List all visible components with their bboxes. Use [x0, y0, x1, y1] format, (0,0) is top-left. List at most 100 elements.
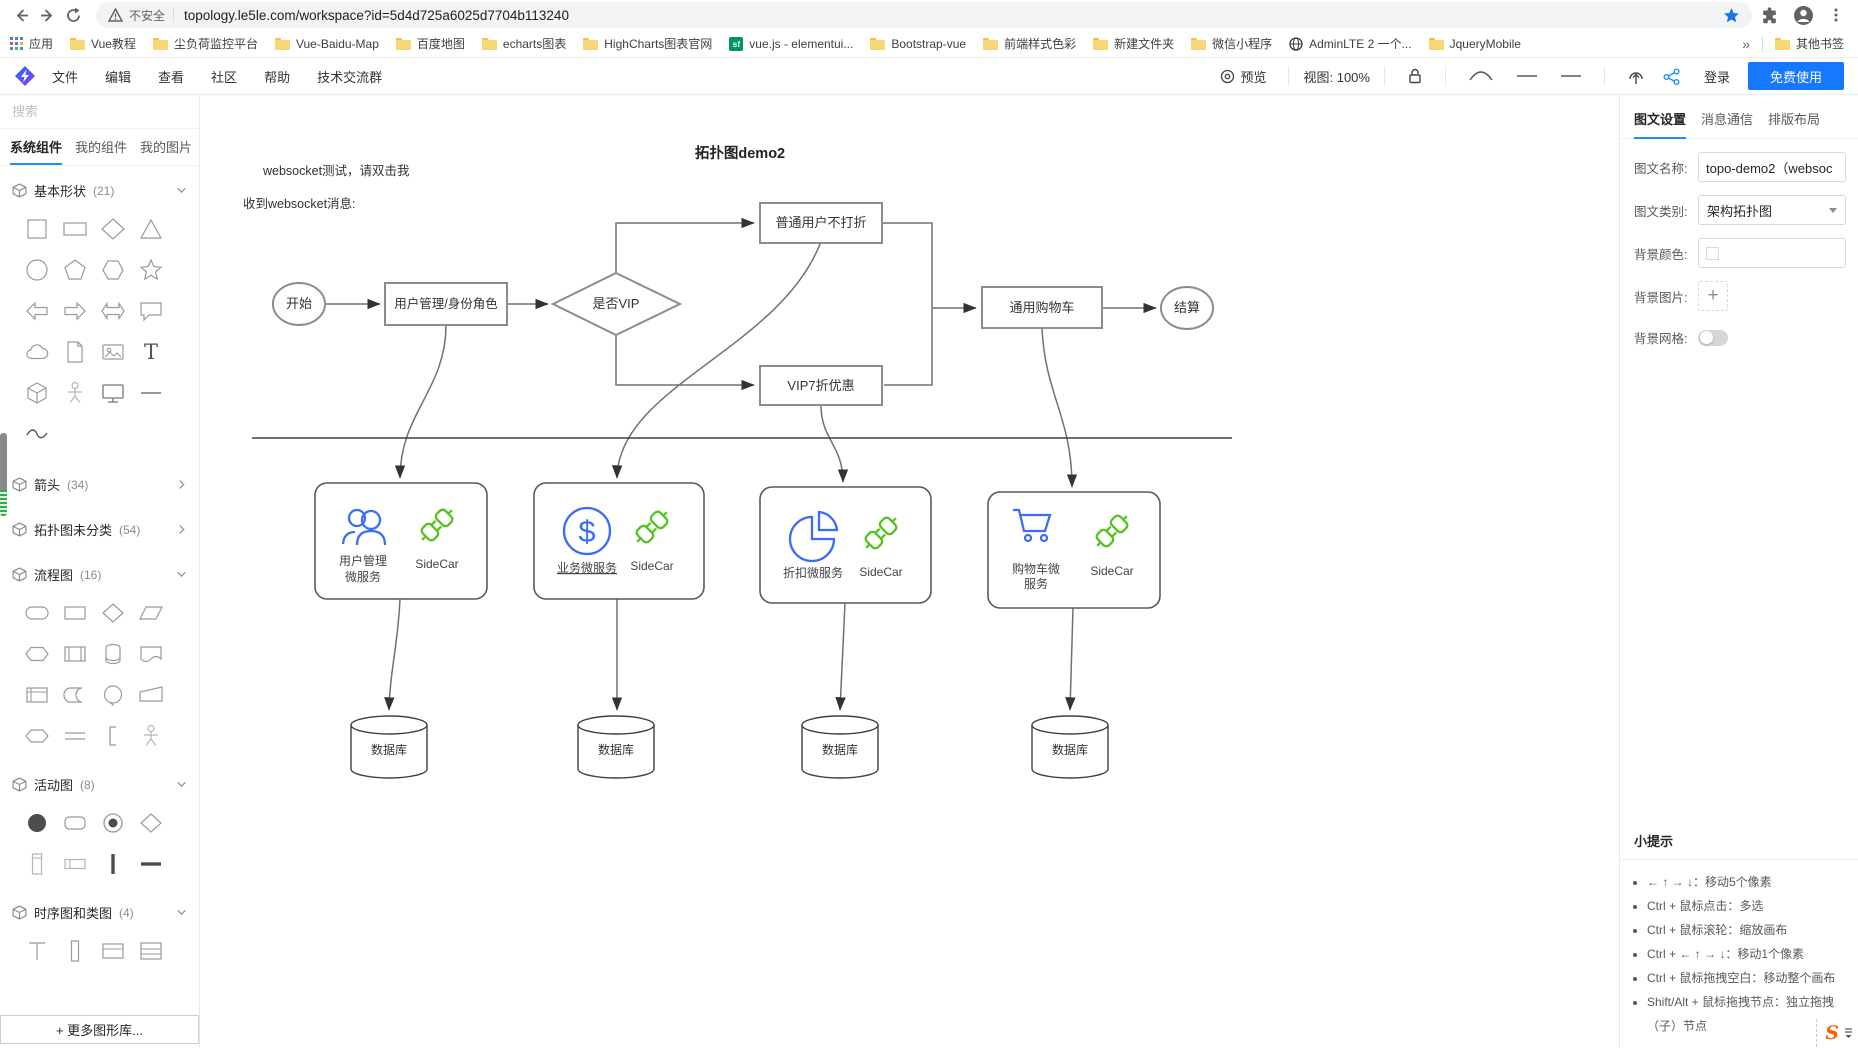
shape-horizontal-partition[interactable]	[62, 851, 88, 877]
shape-page[interactable]	[62, 339, 88, 365]
reload-icon[interactable]	[60, 2, 86, 28]
shape-arrow-double[interactable]	[100, 298, 126, 324]
section-basic-shapes[interactable]: 基本形状(21)	[0, 166, 199, 204]
shape-stored-data[interactable]	[62, 682, 88, 708]
diagram-canvas[interactable]: 拓扑图demo2 websocket测试，请双击我 收到websocket消息:…	[200, 95, 1619, 1048]
edge-svc4-db4[interactable]	[1065, 607, 1076, 711]
menu-file[interactable]: 文件	[52, 69, 79, 85]
section-topology-uncategorized[interactable]: 拓扑图未分类(54)	[0, 498, 199, 543]
shape-cube[interactable]	[24, 380, 50, 406]
shape-decision-diamond[interactable]	[100, 600, 126, 626]
shape-document[interactable]	[138, 641, 164, 667]
bookmark-item[interactable]: 前端样式色彩	[983, 35, 1076, 52]
shape-triangle[interactable]	[138, 216, 164, 242]
sidebar-search[interactable]	[0, 95, 199, 129]
bookmarks-overflow-chevron[interactable]: »	[1742, 35, 1750, 52]
node-database-2[interactable]: 数据库	[577, 715, 655, 779]
other-bookmarks[interactable]: 其他书签	[1774, 35, 1844, 52]
menu-view[interactable]: 查看	[158, 69, 185, 85]
free-use-button[interactable]: 免费使用	[1747, 62, 1844, 90]
shape-pentagon[interactable]	[62, 257, 88, 283]
tab-layout[interactable]: 排版布局	[1768, 112, 1821, 127]
shape-hexagon[interactable]	[100, 257, 126, 283]
sogou-logo[interactable]: S	[1825, 1021, 1839, 1044]
le5le-logo[interactable]	[14, 65, 36, 87]
group-business-service[interactable]: $ 业务微服务 SideCar	[533, 482, 705, 600]
color-swatch[interactable]	[1706, 246, 1719, 260]
edge-isvip-vipdiscount[interactable]	[615, 335, 755, 391]
category-select[interactable]: 架构拓扑图	[1698, 195, 1846, 225]
shape-person[interactable]	[62, 380, 88, 406]
shape-fork-vertical[interactable]	[100, 851, 126, 877]
back-icon[interactable]	[8, 2, 34, 28]
sidebar-scrollbar[interactable]	[0, 433, 7, 490]
shape-action-rounded[interactable]	[62, 810, 88, 836]
shape-hexagon-flat[interactable]	[24, 641, 50, 667]
apps-shortcut[interactable]: 应用	[10, 35, 53, 52]
shape-connector-circle[interactable]	[100, 682, 126, 708]
node-database-3[interactable]: 数据库	[801, 715, 879, 779]
shape-diamond[interactable]	[100, 216, 126, 242]
shape-preparation[interactable]	[24, 723, 50, 749]
bookmark-item[interactable]: 百度地图	[395, 35, 465, 52]
shape-initial-node[interactable]	[24, 810, 50, 836]
group-user-service[interactable]: 用户管理 微服务 SideCar	[314, 482, 488, 600]
node-database-1[interactable]: 数据库	[350, 715, 428, 779]
shape-double-line[interactable]	[62, 723, 88, 749]
shape-parallelogram[interactable]	[138, 600, 164, 626]
menu-edit[interactable]: 编辑	[105, 69, 132, 85]
url-text[interactable]: topology.le5le.com/workspace?id=5d4d725a…	[184, 7, 569, 23]
shape-process-rect[interactable]	[62, 600, 88, 626]
bookmark-item[interactable]: Vue-Baidu-Map	[274, 37, 379, 51]
websocket-note[interactable]: websocket测试，请双击我	[262, 163, 410, 178]
section-sequence-class-diagram[interactable]: 时序图和类图(4)	[0, 887, 199, 926]
shape-circle[interactable]	[24, 257, 50, 283]
bookmark-item[interactable]: JqueryMobile	[1428, 37, 1521, 51]
bookmark-item[interactable]: 尘负荷监控平台	[152, 35, 258, 52]
share-button[interactable]	[1663, 68, 1680, 85]
edge-vipdiscount-svc3[interactable]	[820, 404, 849, 483]
add-bg-image-button[interactable]: +	[1698, 281, 1728, 311]
shape-star[interactable]	[138, 257, 164, 283]
shape-lifeline[interactable]	[24, 938, 50, 964]
shape-actor[interactable]	[138, 723, 164, 749]
group-cart-service[interactable]: 购物车微 服务 SideCar	[987, 491, 1161, 609]
polyline-button[interactable]	[1516, 73, 1538, 79]
lock-button[interactable]	[1407, 67, 1423, 85]
shape-vertical-partition[interactable]	[24, 851, 50, 877]
shape-decision[interactable]	[138, 810, 164, 836]
section-arrows[interactable]: 箭头(34)	[0, 457, 199, 498]
bookmark-star-icon[interactable]	[1723, 7, 1740, 24]
menu-community[interactable]: 社区	[211, 69, 238, 85]
search-input[interactable]	[10, 103, 190, 120]
bookmark-item[interactable]: Vue教程	[70, 35, 136, 52]
bookmark-item[interactable]: echarts图表	[481, 35, 566, 52]
shape-predefined-process[interactable]	[62, 641, 88, 667]
address-bar[interactable]: 不安全 topology.le5le.com/workspace?id=5d4d…	[96, 2, 1752, 28]
node-is-vip[interactable]: 是否VIP	[550, 271, 683, 337]
shape-square[interactable]	[24, 216, 50, 242]
edge-merge-connector[interactable]	[882, 222, 933, 386]
extensions-puzzle-icon[interactable]	[1760, 6, 1779, 25]
shape-class-box[interactable]	[100, 938, 126, 964]
preview-button[interactable]: 预览	[1220, 67, 1266, 86]
shape-stadium[interactable]	[24, 600, 50, 626]
diagram-name-input[interactable]	[1698, 152, 1846, 182]
shape-final-node[interactable]	[100, 810, 126, 836]
bookmark-item[interactable]: 微信小程序	[1191, 35, 1272, 52]
shape-cylinder[interactable]	[100, 641, 126, 667]
more-shape-libraries-button[interactable]: + 更多图形库...	[0, 1015, 199, 1044]
shape-wave-line[interactable]	[24, 421, 50, 447]
bg-color-input[interactable]	[1698, 238, 1846, 268]
sogou-toolbar-toggle[interactable]	[1844, 1027, 1853, 1039]
sidebar-scrollbar-stripes[interactable]	[0, 490, 7, 516]
shape-arrow-left[interactable]	[24, 298, 50, 324]
shape-display[interactable]	[100, 380, 126, 406]
node-checkout[interactable]: 结算	[1160, 286, 1214, 330]
tab-my-images[interactable]: 我的图片	[140, 140, 193, 155]
bookmark-item[interactable]: HighCharts图表官网	[583, 35, 712, 52]
tab-my-components[interactable]: 我的组件	[75, 140, 128, 155]
shape-class-box-3[interactable]	[138, 938, 164, 964]
shape-manual-operation[interactable]	[138, 682, 164, 708]
edge-isvip-nodiscount[interactable]	[615, 217, 755, 273]
